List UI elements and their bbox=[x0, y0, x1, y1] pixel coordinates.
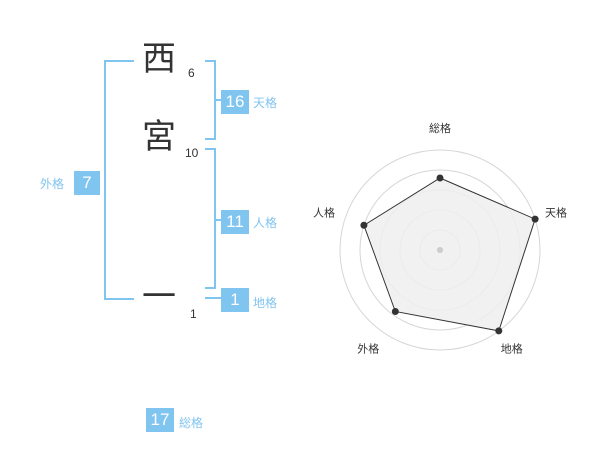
radar-point-3 bbox=[495, 327, 503, 335]
radar-point-1 bbox=[436, 174, 444, 182]
jinkaku-label: 人格 bbox=[253, 216, 278, 230]
name-char-2: 宮 bbox=[142, 117, 176, 157]
jinkaku-bracket bbox=[205, 148, 216, 289]
soukaku-value-box: 17 bbox=[146, 408, 174, 432]
radar-axis-label-2: 天格 bbox=[545, 205, 567, 219]
radar-point-5 bbox=[360, 221, 368, 229]
radar-axis-label-4: 外格 bbox=[357, 342, 379, 356]
name-char-1: 西 bbox=[142, 39, 176, 79]
radar-axis-label-5: 人格 bbox=[313, 205, 335, 219]
radar-ring-5 bbox=[339, 149, 541, 351]
gaikaku-bracket bbox=[104, 60, 134, 300]
stroke-count-3: 1 bbox=[190, 307, 197, 321]
gaikaku-label: 外格 bbox=[40, 177, 65, 191]
radar-axis-label-1: 総格 bbox=[429, 121, 451, 135]
radar-center-dot bbox=[437, 247, 443, 253]
chikaku-label: 地格 bbox=[253, 296, 278, 310]
tenkaku-value-box: 16 bbox=[221, 90, 249, 114]
radar-point-2 bbox=[531, 215, 539, 223]
radar-polygon bbox=[363, 177, 536, 332]
soukaku-label: 総格 bbox=[179, 416, 204, 430]
stroke-count-1: 6 bbox=[188, 66, 195, 80]
chikaku-connector bbox=[205, 297, 222, 299]
name-char-3: 一 bbox=[142, 277, 176, 317]
tenkaku-label: 天格 bbox=[253, 96, 278, 110]
radar-axis-label-3: 地格 bbox=[501, 342, 523, 356]
stroke-count-2: 10 bbox=[185, 146, 199, 160]
tenkaku-connector bbox=[214, 99, 222, 101]
gaikaku-value-box: 7 bbox=[74, 171, 100, 195]
chikaku-value-box: 1 bbox=[221, 288, 249, 312]
jinkaku-value-box: 11 bbox=[221, 210, 249, 234]
jinkaku-connector bbox=[214, 219, 222, 221]
radar-point-4 bbox=[391, 307, 399, 315]
